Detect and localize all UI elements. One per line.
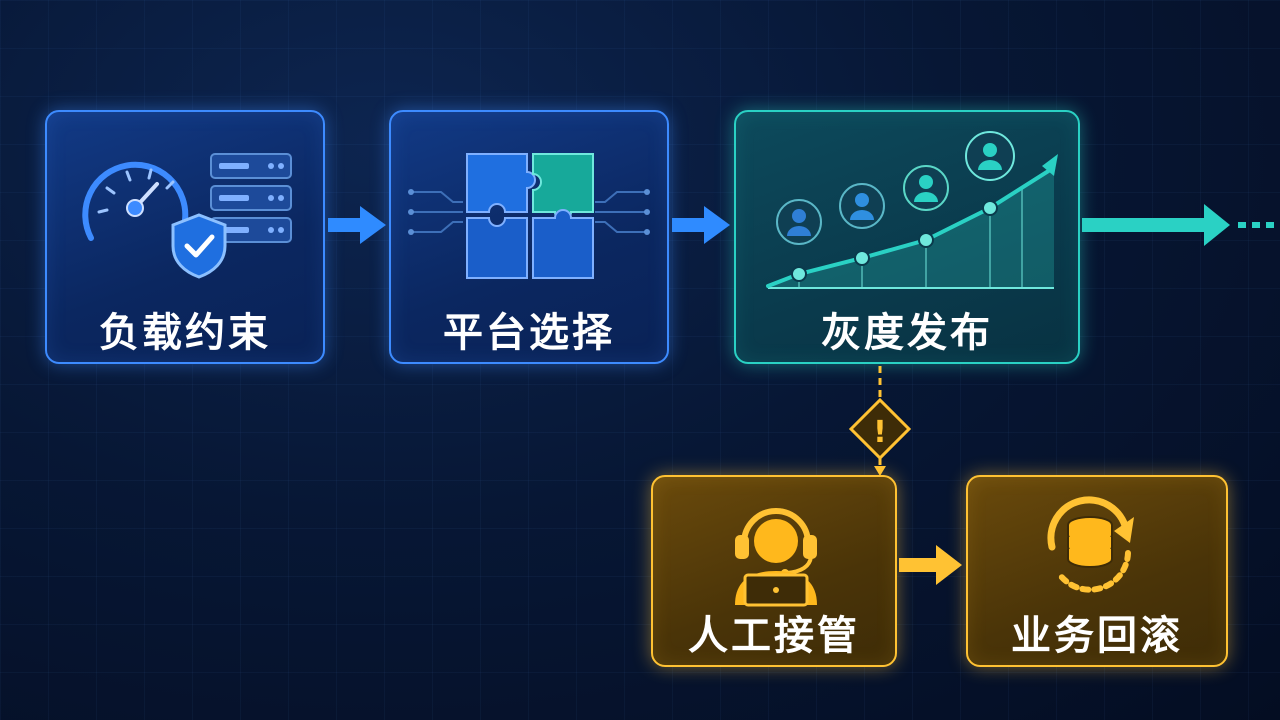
- database-rollback-icon: [1047, 496, 1134, 593]
- step-business-rollback: 业务回滚: [966, 475, 1228, 667]
- step-label: 负载约束: [99, 310, 271, 356]
- step-platform-selection: 平台选择: [389, 110, 669, 364]
- headset-operator-icon: [735, 508, 817, 607]
- step-label: 灰度发布: [821, 310, 993, 356]
- gauge-icon: [82, 161, 189, 241]
- shield-check-icon: [171, 213, 227, 279]
- step-label: 平台选择: [443, 310, 615, 356]
- step-load-constraint: 负载约束: [45, 110, 325, 364]
- step-label: 人工接管: [688, 613, 860, 659]
- server-stack-icon: [210, 153, 292, 243]
- step-canary-release: 灰度发布: [734, 110, 1080, 364]
- arrow-load-to-platform: [328, 206, 386, 244]
- circuit-lines-icon: [408, 189, 650, 235]
- arrow-takeover-to-rollback: [899, 545, 962, 585]
- puzzle-icon: [466, 153, 594, 279]
- warning-symbol: !: [873, 415, 887, 450]
- user-avatars: [776, 131, 1015, 245]
- arrow-canary-continue: [1082, 204, 1274, 246]
- warning-icon: !: [848, 397, 912, 461]
- users-growth-chart-icon: [766, 131, 1058, 289]
- step-manual-takeover: 人工接管: [651, 475, 897, 667]
- arrow-platform-to-canary: [672, 206, 730, 244]
- step-label: 业务回滚: [1011, 613, 1183, 659]
